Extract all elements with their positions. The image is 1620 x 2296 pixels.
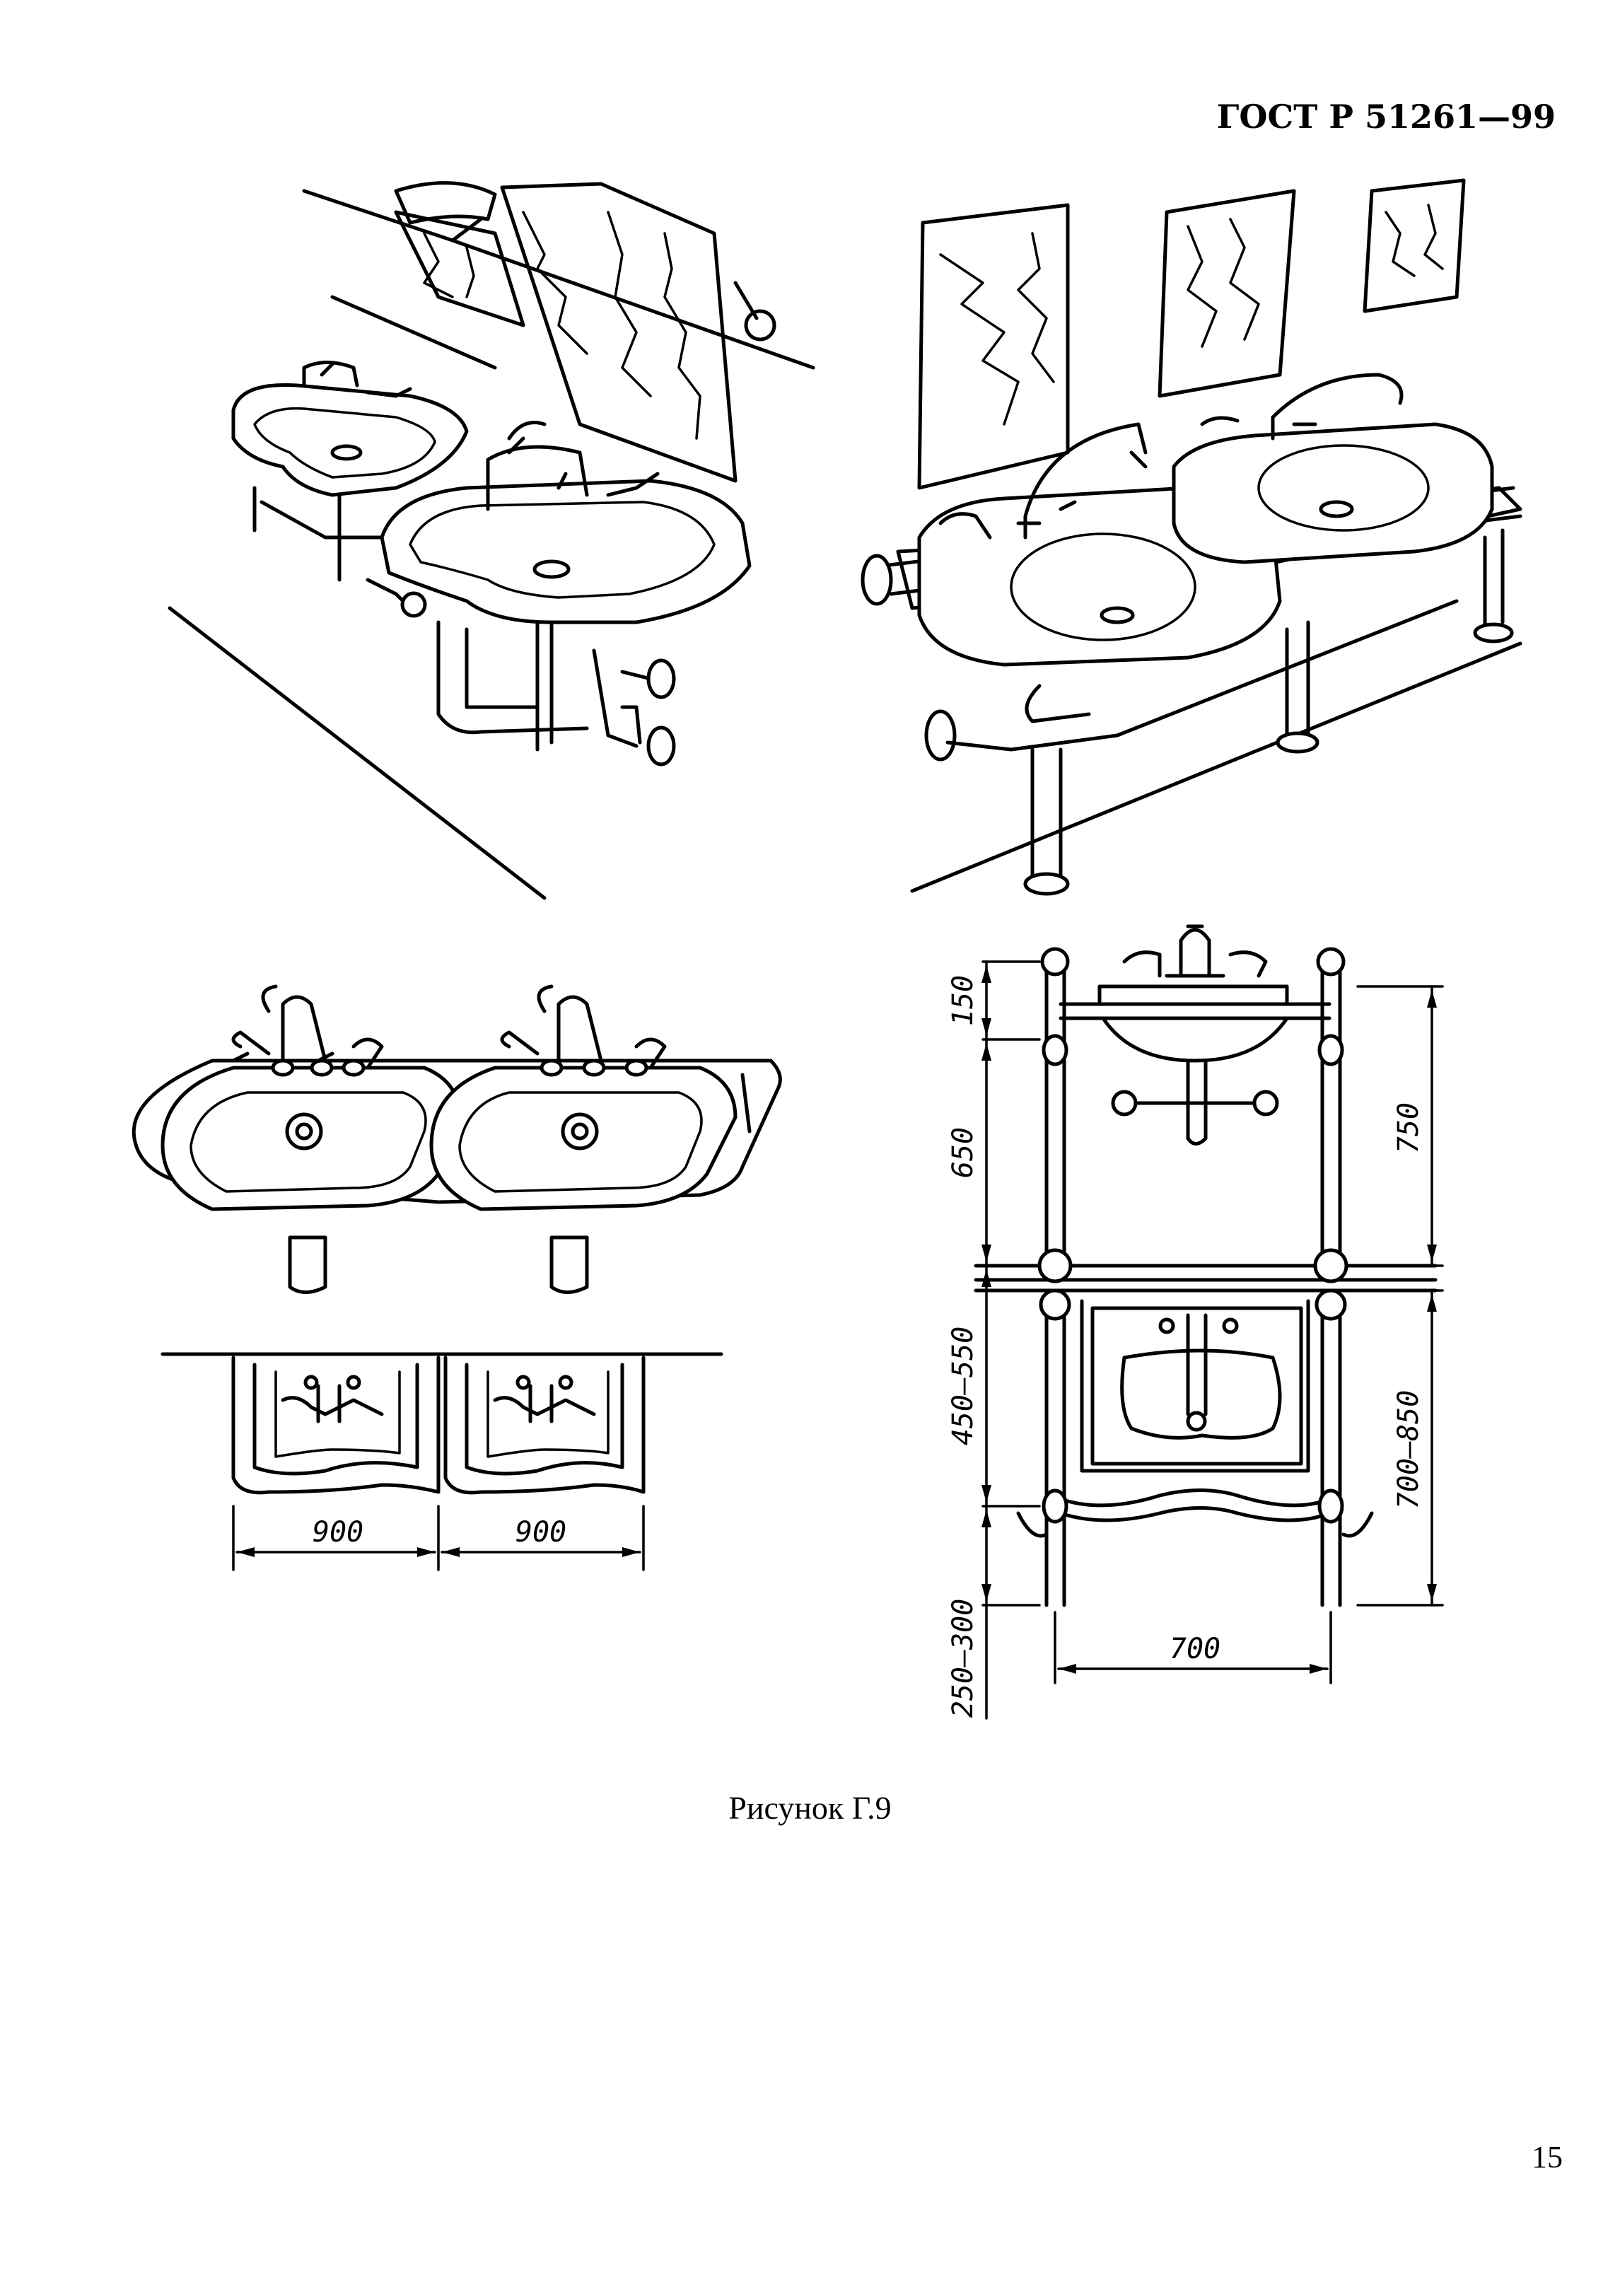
illustration-bottom-left: 900 900 [161,1352,723,1571]
dimension-700-850: 700–850 [1392,1390,1425,1510]
dimension-750: 750 [1392,1102,1425,1153]
illustration-middle-left [132,984,782,1294]
dimension-450-550: 450–550 [947,1327,979,1446]
dimension-250-300: 250–300 [947,1599,979,1718]
page-number: 15 [1532,2140,1563,2174]
dimension-150: 150 [947,975,979,1026]
dimension-700: 700 [1170,1633,1220,1665]
dimension-650: 650 [947,1127,979,1178]
illustration-top-right [861,178,1522,896]
illustration-top-left [168,181,815,900]
standard-code: ГОСТ Р 51261—99 [1216,98,1556,136]
figure-caption: Рисунок Г.9 [728,1790,892,1826]
illustration-right-elevation: 150 650 450–550 250–300 750 700–850 700 [947,924,1444,1720]
dimension-900-right: 900 [515,1516,566,1549]
dimension-900-left: 900 [313,1516,363,1549]
